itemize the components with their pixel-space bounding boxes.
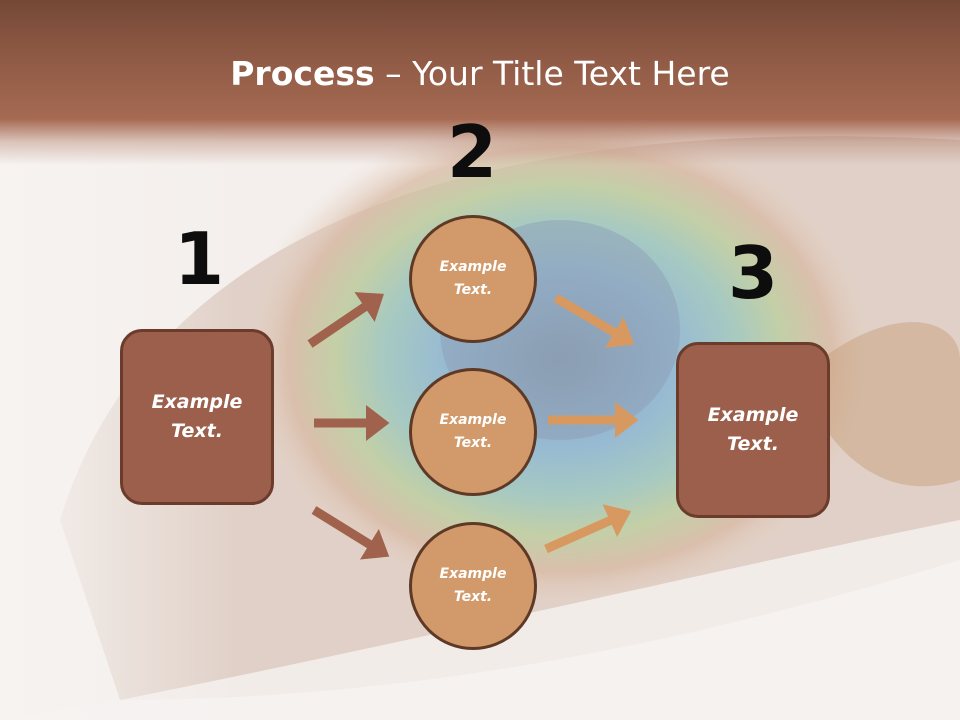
step-number-1: 1	[173, 217, 225, 301]
step-1-label-line1: Example	[151, 391, 243, 413]
circle-top-label: Example Text.	[440, 256, 507, 302]
step-1-box[interactable]: Example Text.	[120, 329, 274, 505]
step-1-label: Example Text.	[152, 388, 243, 446]
title-bar	[0, 0, 960, 165]
circle-bottom-label: Example Text.	[440, 563, 507, 609]
circle-middle-label: Example Text.	[440, 409, 507, 455]
step-3-label-line2: Text.	[727, 433, 779, 455]
step-3-label: Example Text.	[708, 401, 799, 459]
step-number-2: 2	[446, 110, 498, 194]
step-3-box[interactable]: Example Text.	[676, 342, 830, 518]
circle-top-line2: Text.	[453, 282, 493, 298]
circle-bottom-line2: Text.	[453, 589, 493, 605]
title-bold: Process	[230, 54, 375, 93]
step-2-circle-bottom[interactable]: Example Text.	[409, 522, 537, 650]
step-number-3: 3	[727, 231, 779, 315]
step-2-circle-top[interactable]: Example Text.	[409, 215, 537, 343]
circle-top-line1: Example	[439, 259, 507, 275]
circle-middle-line2: Text.	[453, 435, 493, 451]
title-rest: – Your Title Text Here	[374, 54, 730, 93]
circle-bottom-line1: Example	[439, 566, 507, 582]
step-3-label-line1: Example	[707, 404, 799, 426]
step-2-circle-middle[interactable]: Example Text.	[409, 368, 537, 496]
slide-title[interactable]: Process – Your Title Text Here	[0, 52, 960, 96]
step-1-label-line2: Text.	[171, 420, 223, 442]
circle-middle-line1: Example	[439, 412, 507, 428]
